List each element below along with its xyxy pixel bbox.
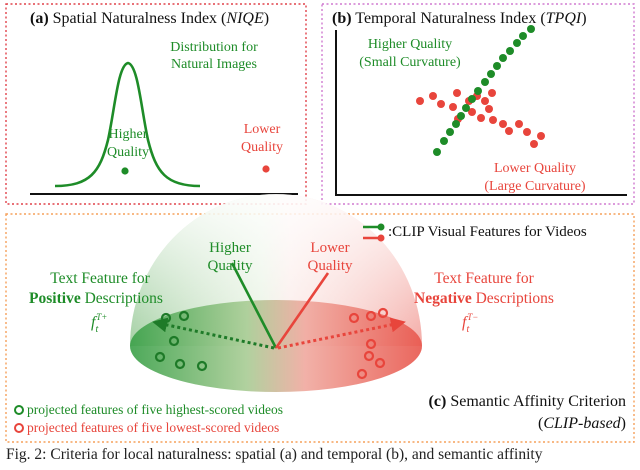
- red-scatter-point: [485, 105, 493, 113]
- higher-quality-vector: [230, 262, 278, 349]
- green-scatter-point: [499, 54, 507, 62]
- red-scatter-point: [416, 97, 424, 105]
- green-scatter-point: [519, 32, 527, 40]
- legend-high-text: projected features of five highest-score…: [27, 402, 283, 417]
- green-scatter-point: [506, 47, 514, 55]
- negative-text-feature-label: Text Feature for: [434, 270, 534, 287]
- green-scatter-point: [487, 70, 495, 78]
- green-scatter-point: [513, 39, 521, 47]
- panel-c: :CLIP Visual Features for Videos Higher …: [5, 194, 635, 443]
- criterion-label: (c) Semantic Affinity Criterion: [429, 393, 626, 410]
- green-scatter-point: [481, 78, 489, 86]
- green-scatter-point: [440, 137, 448, 145]
- panel-a: (a) Spatial Naturalness Index (NIQE) Dis…: [5, 3, 307, 205]
- criterion-sublabel: (CLIP-based): [538, 415, 626, 432]
- lower-quality-point: [262, 165, 270, 173]
- red-scatter-point: [477, 114, 485, 122]
- green-scatter-point: [433, 148, 441, 156]
- green-scatter-points: [433, 25, 535, 156]
- higher-quality-point: [121, 167, 129, 175]
- red-scatter-point: [468, 108, 476, 116]
- large-curvature-label-2: (Large Curvature): [484, 179, 586, 194]
- high-score-feature-circles: [154, 310, 208, 372]
- low-score-feature-circle: [377, 307, 389, 319]
- positive-descriptions-label: Positive Descriptions: [29, 290, 163, 307]
- high-score-feature-circle: [178, 310, 190, 322]
- low-score-feature-circle: [363, 350, 375, 362]
- red-scatter-point: [523, 128, 531, 136]
- green-scatter-point: [462, 104, 470, 112]
- small-curvature-label-2: (Small Curvature): [359, 55, 461, 70]
- distribution-label-1: Distribution for: [170, 40, 258, 55]
- high-score-feature-circle: [174, 358, 186, 370]
- red-scatter-points: [416, 89, 545, 148]
- figure-caption: Fig. 2: Criteria for local naturalness: …: [6, 446, 543, 463]
- red-scatter-point: [505, 127, 513, 135]
- green-scatter-point: [457, 112, 465, 120]
- small-curvature-label-1: Higher Quality: [368, 37, 452, 52]
- panel-b-title: (b) Temporal Naturalness Index (TPQI): [332, 10, 587, 27]
- low-score-feature-circles: [348, 307, 389, 380]
- negative-text-feature-arrow: [277, 317, 406, 350]
- red-scatter-point: [437, 100, 445, 108]
- large-curvature-label-1: Lower Quality: [494, 161, 576, 176]
- legend-red-dot: [377, 234, 385, 242]
- low-score-feature-circle: [365, 310, 377, 322]
- positive-feature-symbol: ftT+: [91, 312, 107, 335]
- c-higher-quality-1: Higher: [209, 240, 251, 256]
- panel-b: (b) Temporal Naturalness Index (TPQI) Hi…: [321, 3, 635, 205]
- lower-quality-label-1: Lower: [244, 122, 281, 137]
- green-scatter-point: [452, 120, 460, 128]
- red-scatter-point: [515, 120, 523, 128]
- high-score-feature-circle: [168, 335, 180, 347]
- low-score-feature-circle: [365, 338, 377, 350]
- panel-b-border: [321, 3, 635, 205]
- panel-c-border: [5, 213, 635, 443]
- red-scatter-point: [429, 92, 437, 100]
- legend-high-circle: [14, 405, 24, 415]
- green-scatter-point: [493, 62, 501, 70]
- high-score-feature-circle: [160, 312, 172, 324]
- negative-descriptions-label: Negative Descriptions: [414, 290, 554, 307]
- red-scatter-point: [530, 140, 538, 148]
- green-scatter-point: [446, 128, 454, 136]
- panel-a-border: [5, 3, 307, 205]
- positive-text-feature-arrow: [152, 317, 275, 350]
- red-scatter-point: [499, 120, 507, 128]
- low-score-feature-circle: [356, 368, 368, 380]
- distribution-label-2: Natural Images: [171, 57, 257, 72]
- higher-quality-label-2: Quality: [107, 145, 149, 160]
- red-scatter-point: [481, 97, 489, 105]
- panel-a-title: (a) Spatial Naturalness Index (NIQE): [30, 10, 269, 27]
- c-lower-quality-2: Quality: [308, 258, 353, 274]
- high-score-feature-circle: [154, 351, 166, 363]
- red-scatter-point: [537, 132, 545, 140]
- higher-quality-label-1: Higher: [109, 127, 148, 142]
- natural-image-distribution-curve: [54, 61, 201, 188]
- lower-quality-vector: [274, 272, 330, 349]
- red-scatter-point: [488, 89, 496, 97]
- red-scatter-point: [453, 89, 461, 97]
- legend-low-circle: [14, 423, 24, 433]
- projected-features-legend: projected features of five highest-score…: [14, 402, 283, 435]
- green-scatter-point: [527, 25, 535, 33]
- legend-green-dot: [377, 223, 385, 231]
- low-score-feature-circle: [374, 357, 386, 369]
- red-scatter-point: [489, 116, 497, 124]
- green-scatter-point: [468, 95, 476, 103]
- c-higher-quality-2: Quality: [208, 258, 253, 274]
- red-scatter-point: [449, 103, 457, 111]
- negative-feature-symbol: ftT−: [462, 312, 478, 335]
- low-score-feature-circle: [348, 312, 360, 324]
- high-score-feature-circle: [196, 360, 208, 372]
- green-scatter-point: [474, 87, 482, 95]
- c-lower-quality-1: Lower: [310, 240, 349, 256]
- legend-low-text: projected features of five lowest-scored…: [27, 420, 279, 435]
- clip-feature-legend: :CLIP Visual Features for Videos: [363, 223, 587, 242]
- positive-text-feature-label: Text Feature for: [50, 270, 150, 287]
- legend-clip-text: :CLIP Visual Features for Videos: [388, 224, 587, 240]
- lower-quality-label-2: Quality: [241, 140, 283, 155]
